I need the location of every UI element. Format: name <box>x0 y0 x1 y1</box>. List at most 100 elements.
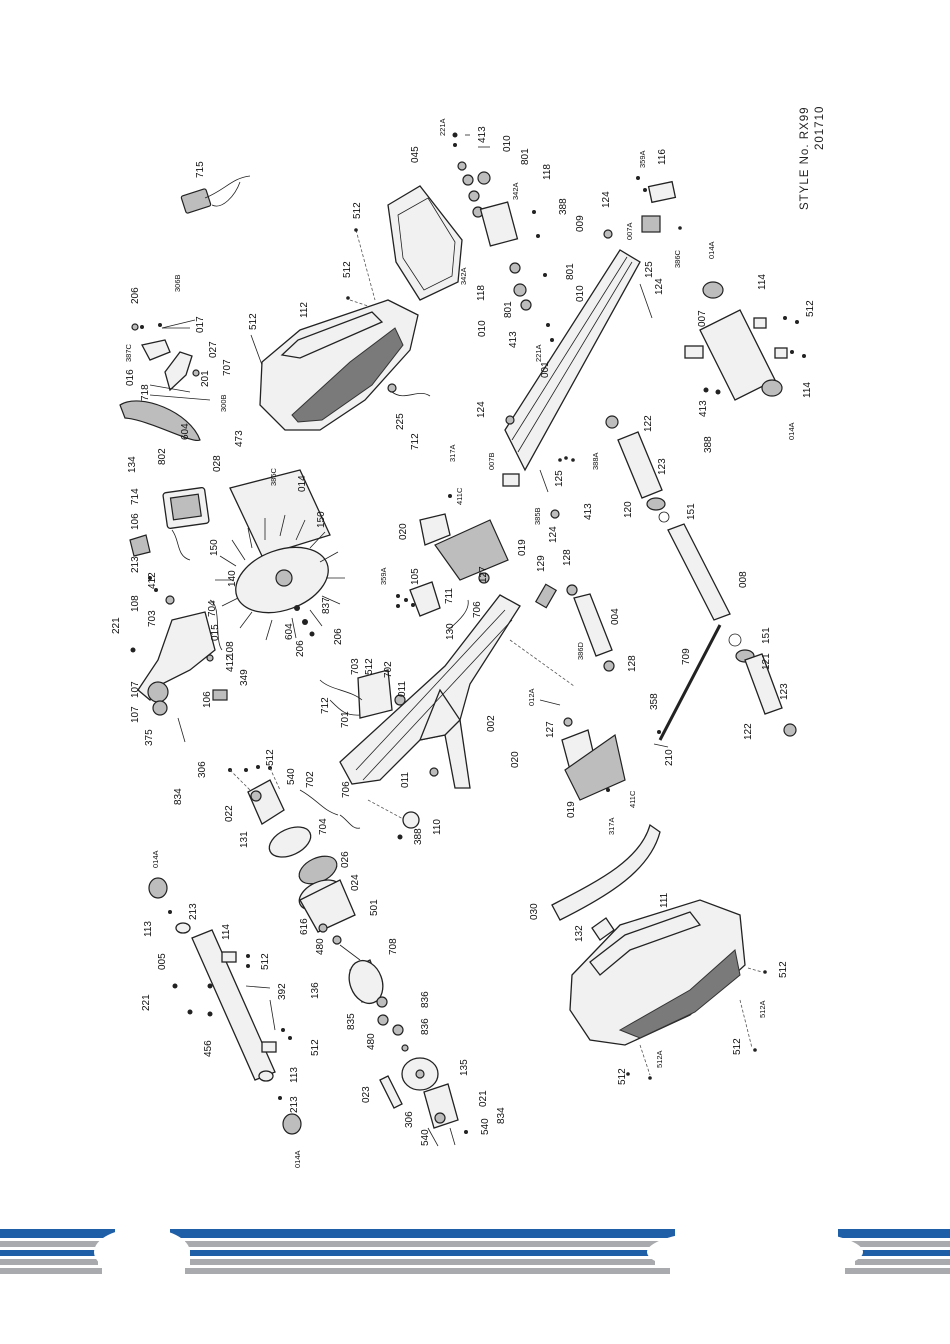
label-342A-bottom: 342A <box>459 267 468 285</box>
label-221-handle: 221 <box>111 617 122 634</box>
label-616: 616 <box>299 918 310 935</box>
label-124-lower: 124 <box>548 526 559 543</box>
label-359A-mid: 359A <box>379 567 388 585</box>
label-386C: 386C <box>673 249 682 268</box>
label-392: 392 <box>277 983 288 1000</box>
label-801-right: 801 <box>565 263 576 280</box>
seat-carriage-hardware: 221A 413 010 801 118 342A 388 009 342A 8… <box>438 118 586 362</box>
label-834-top: 834 <box>173 788 184 805</box>
label-206-side: 206 <box>333 628 344 645</box>
label-837: 837 <box>321 597 332 614</box>
label-124-top: 124 <box>601 191 612 208</box>
label-045: 045 <box>410 146 421 163</box>
label-480-top: 480 <box>315 938 326 955</box>
label-501: 501 <box>369 899 380 916</box>
label-122-top: 122 <box>643 415 654 432</box>
label-131: 131 <box>239 831 250 848</box>
label-110: 110 <box>432 819 443 835</box>
label-014A-front-top: 014A <box>151 850 160 868</box>
label-802: 802 <box>157 448 168 465</box>
pulley-flywheel-assembly: 136 836 835 836 480 135 023 <box>310 959 470 1109</box>
footer-stripes-right <box>838 1229 950 1274</box>
label-123-bottom: 123 <box>779 683 790 700</box>
label-413-top: 413 <box>477 126 488 143</box>
label-019-lower: 019 <box>566 801 577 818</box>
label-007B: 007B <box>487 452 496 470</box>
label-707: 707 <box>222 359 233 376</box>
label-group-512-upper: 512 512 <box>342 202 381 311</box>
handlebar-hardware: 106 213 412 108 703 704 015 221 108 412 … <box>111 513 250 746</box>
label-704-handle: 704 <box>207 600 218 617</box>
label-221A-left: 221A <box>534 344 543 362</box>
label-411C-lower: 411C <box>628 790 637 808</box>
label-512A-left: 512A <box>655 1050 664 1068</box>
label-388-top: 388 <box>558 198 569 215</box>
console-bracket-wiring: 703 512 702 011 712 701 <box>319 658 408 728</box>
label-026: 026 <box>340 851 351 868</box>
label-702-console: 702 <box>383 661 394 678</box>
label-128-bottom: 128 <box>627 655 638 672</box>
label-703-left: 703 <box>147 610 158 627</box>
label-306-top: 306 <box>197 761 208 778</box>
label-130: 130 <box>445 623 456 640</box>
label-712-upper: 712 <box>410 433 421 450</box>
lower-roller-axle: 709 151 121 123 122 358 210 <box>649 624 797 766</box>
part-021-plate: 021 306 540 540 834 <box>404 1083 507 1147</box>
label-540-bottom-a: 540 <box>420 1129 431 1146</box>
part-112-front-shroud: 112 512 <box>248 299 419 431</box>
label-206-bottom: 206 <box>295 640 306 657</box>
part-714-monitor: 714 <box>130 486 210 561</box>
foot-pedal-upper: 317A 411C 020 019 <box>398 444 528 581</box>
label-002: 002 <box>486 715 497 732</box>
label-210: 210 <box>664 749 675 766</box>
label-711: 711 <box>444 588 455 604</box>
label-132: 132 <box>574 925 585 942</box>
label-512-b: 512 <box>342 261 353 278</box>
label-127-upper: 127 <box>478 566 489 583</box>
label-122-bottom: 122 <box>743 723 754 740</box>
label-124-front: 124 <box>476 401 487 418</box>
label-112: 112 <box>299 302 310 318</box>
label-016: 016 <box>125 369 136 386</box>
part-111-rear-shroud: 111 132 512 512A 512 512A 512 <box>569 892 789 1085</box>
label-023: 023 <box>361 1086 372 1103</box>
label-001: 001 <box>540 361 551 378</box>
label-201: 201 <box>200 370 211 387</box>
label-512A-right: 512A <box>758 1000 767 1018</box>
label-124-mid: 124 <box>654 278 665 295</box>
label-225: 225 <box>395 413 406 430</box>
label-512-rear-shroud-top: 512 <box>778 961 789 978</box>
label-306-bottom: 306 <box>404 1111 415 1128</box>
label-604-top: 604 <box>180 423 191 440</box>
label-151-bottom: 151 <box>761 627 772 644</box>
magnetic-brake-stack: 131 026 024 501 616 480 708 <box>239 826 399 961</box>
label-118-left: 118 <box>476 285 487 301</box>
label-024: 024 <box>350 874 361 891</box>
label-836-bottom: 836 <box>420 1018 431 1035</box>
label-114-rear-top: 114 <box>757 274 768 290</box>
label-111: 111 <box>659 892 670 908</box>
label-014: 014 <box>297 475 308 492</box>
label-512-plate: 512 <box>265 749 276 766</box>
label-027: 027 <box>208 341 219 358</box>
label-127-lower: 127 <box>545 721 556 738</box>
label-140: 140 <box>227 570 238 587</box>
rail-end-hardware: 359A 116 124 007A 386C 125 124 <box>601 149 682 319</box>
seat-release-hardware: 206 306B 017 027 016 387C 718 201 707 30… <box>124 274 233 412</box>
footer-stripes-center <box>170 1229 675 1274</box>
label-413-left: 413 <box>508 331 519 348</box>
footer-oval-right <box>647 1228 863 1276</box>
label-706-frame: 706 <box>341 781 352 798</box>
part-001-rail: 001 <box>504 249 641 472</box>
label-512-console: 512 <box>364 658 375 675</box>
label-342A-top: 342A <box>511 182 520 200</box>
label-386D: 386D <box>576 641 585 660</box>
label-125-front: 125 <box>554 470 565 487</box>
label-107-b: 107 <box>130 706 141 723</box>
label-114-front: 114 <box>221 924 232 940</box>
label-385B: 385B <box>533 507 542 525</box>
label-375: 375 <box>144 729 155 746</box>
label-349: 349 <box>239 669 250 686</box>
label-708: 708 <box>388 938 399 955</box>
label-014A-rear-bottom: 014A <box>787 422 796 440</box>
